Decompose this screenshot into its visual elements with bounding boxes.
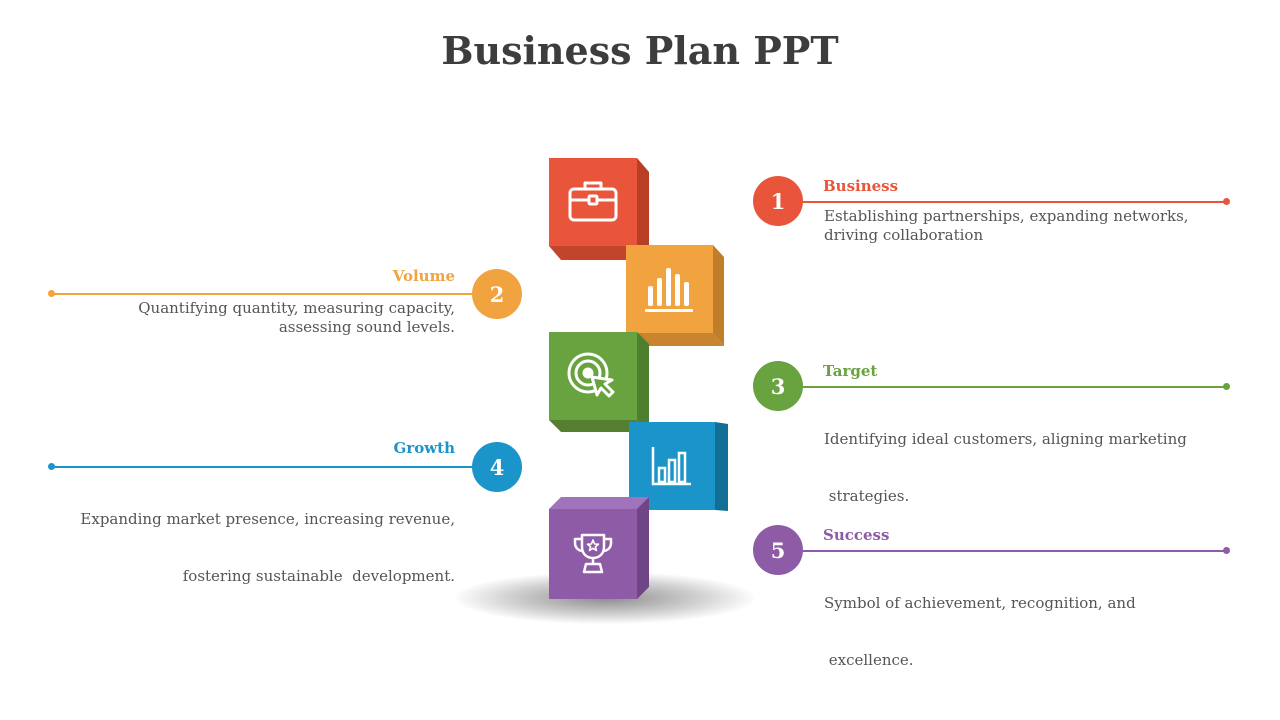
desc-line: Establishing partnerships, expanding net… — [824, 207, 1189, 225]
step-label: Volume — [392, 267, 455, 285]
step-number-badge: 4 — [472, 442, 522, 492]
step-number-badge: 1 — [753, 176, 803, 226]
connector-dot — [48, 463, 55, 470]
desc-line: assessing sound levels. — [278, 318, 455, 336]
briefcase-icon — [568, 181, 618, 222]
step-number-badge: 5 — [753, 525, 803, 575]
connector-line — [803, 201, 1227, 203]
trophy-icon — [573, 533, 613, 574]
desc-line: Identifying ideal customers, aligning ma… — [824, 430, 1187, 448]
step-number-badge: 2 — [472, 269, 522, 319]
target-icon — [567, 352, 615, 398]
connector-line — [52, 466, 472, 468]
page-title: Business Plan PPT — [441, 28, 839, 73]
desc-line: strategies. — [824, 487, 910, 505]
step-label: Success — [823, 526, 890, 544]
step-description: Establishing partnerships, expanding net… — [824, 207, 1204, 245]
bar-chart-icon — [644, 268, 693, 312]
step-description: Identifying ideal customers, aligning ma… — [824, 392, 1204, 525]
connector-dot — [1223, 383, 1230, 390]
desc-line: driving collaboration — [824, 226, 984, 244]
step-description: Expanding market presence, increasing re… — [55, 472, 455, 605]
connector-dot — [1223, 198, 1230, 205]
desc-line: Quantifying quantity, measuring capacity… — [138, 299, 455, 317]
connector-dot — [1223, 547, 1230, 554]
step-description: Symbol of achievement, recognition, and … — [824, 556, 1204, 689]
step-label: Target — [823, 362, 878, 380]
desc-line: Symbol of achievement, recognition, and — [824, 594, 1136, 612]
growth-chart-icon — [651, 447, 691, 486]
step-label: Business — [823, 177, 899, 195]
step-description: Quantifying quantity, measuring capacity… — [55, 299, 455, 337]
connector-line — [803, 386, 1227, 388]
step-number-badge: 3 — [753, 361, 803, 411]
connector-line — [803, 550, 1227, 552]
desc-line: fostering sustainable development. — [182, 567, 455, 585]
step-label: Growth — [393, 439, 455, 457]
connector-line — [52, 293, 472, 295]
desc-line: excellence. — [824, 651, 914, 669]
connector-dot — [48, 290, 55, 297]
desc-line: Expanding market presence, increasing re… — [80, 510, 455, 528]
